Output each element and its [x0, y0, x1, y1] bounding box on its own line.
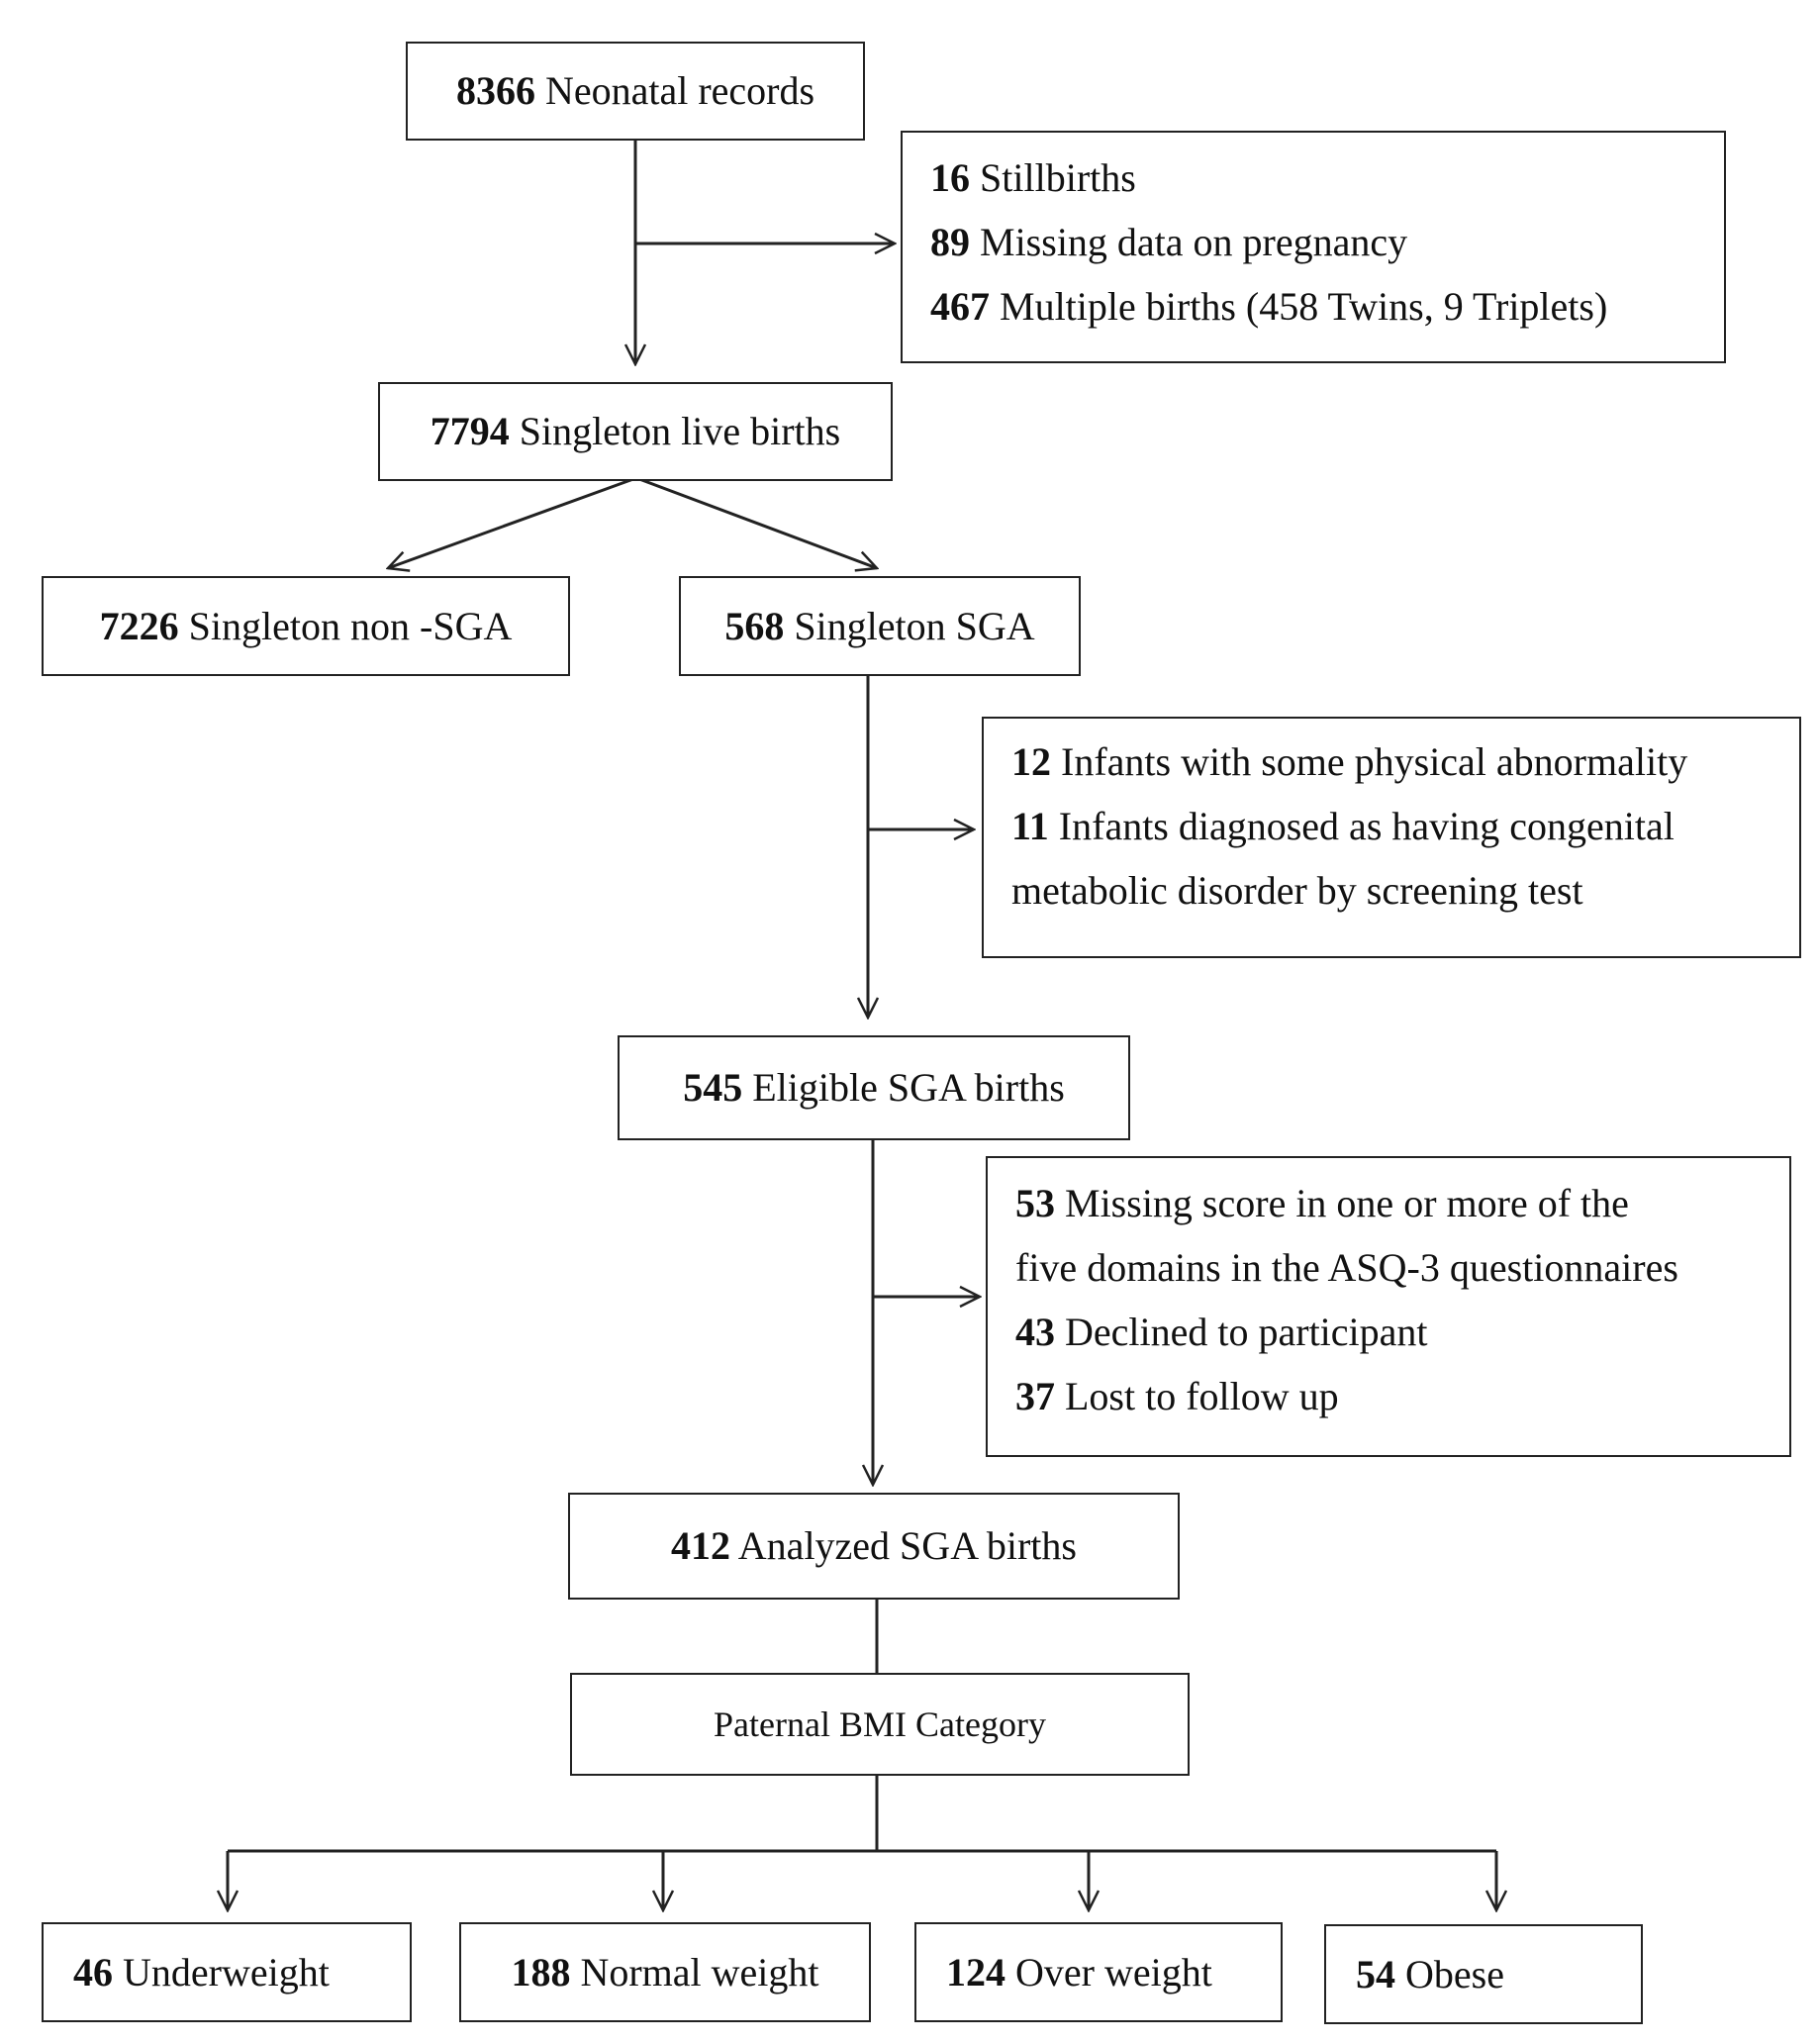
exclusion-line: 467 Multiple births (458 Twins, 9 Triple… [930, 287, 1696, 351]
node-count: 54 [1356, 1951, 1395, 1996]
exclusion-box-1: 16 Stillbirths 89 Missing data on pregna… [901, 131, 1726, 363]
eligible-sga-births-box: 545 Eligible SGA births [618, 1035, 1130, 1140]
exclusion-count: 11 [1011, 804, 1049, 848]
exclusion-count: 37 [1015, 1374, 1055, 1418]
node-count: 568 [724, 603, 785, 648]
exclusion-label: Stillbirths [980, 155, 1136, 200]
exclusion-line: five domains in the ASQ-3 questionnaires [1015, 1248, 1762, 1313]
exclusion-label: Missing score in one or more of the [1065, 1181, 1629, 1225]
singleton-sga-box: 568 Singleton SGA [679, 576, 1081, 676]
exclusion-line: 16 Stillbirths [930, 158, 1696, 223]
node-count: 46 [73, 1949, 113, 1995]
singleton-live-births-box: 7794 Singleton live births [378, 382, 893, 481]
exclusion-count: 53 [1015, 1181, 1055, 1225]
exclusion-count: 12 [1011, 739, 1051, 784]
singleton-non-sga-box: 7226 Singleton non -SGA [42, 576, 570, 676]
exclusion-line: 11 Infants diagnosed as having congenita… [1011, 807, 1771, 871]
exclusion-line: 12 Infants with some physical abnormalit… [1011, 742, 1771, 807]
exclusion-line: metabolic disorder by screening test [1011, 871, 1771, 935]
node-count: 7794 [430, 409, 510, 453]
node-count: 7226 [99, 603, 179, 648]
node-count: 545 [683, 1065, 743, 1110]
over-weight-box: 124 Over weight [914, 1922, 1283, 2022]
exclusion-label: Lost to follow up [1065, 1374, 1339, 1418]
exclusion-label: five domains in the ASQ-3 questionnaires [1015, 1245, 1678, 1290]
node-label: Singleton live births [519, 409, 841, 453]
exclusion-label: Multiple births (458 Twins, 9 Triplets) [1000, 284, 1608, 329]
node-count: 188 [511, 1949, 571, 1995]
exclusion-line: 89 Missing data on pregnancy [930, 223, 1696, 287]
arrow-singleton-to-non-sga [388, 477, 634, 568]
exclusion-line: 43 Declined to participant [1015, 1313, 1762, 1377]
neonatal-records-box: 8366 Neonatal records [406, 42, 865, 141]
exclusion-box-3: 53 Missing score in one or more of the f… [986, 1156, 1791, 1457]
exclusion-count: 16 [930, 155, 970, 200]
node-count: 8366 [455, 68, 535, 113]
node-label: Over weight [1015, 1949, 1212, 1995]
node-count: 124 [946, 1949, 1005, 1995]
node-label: Normal weight [580, 1949, 819, 1995]
underweight-box: 46 Underweight [42, 1922, 412, 2022]
paternal-bmi-category-box: Paternal BMI Category [570, 1673, 1190, 1776]
node-label: Paternal BMI Category [714, 1704, 1046, 1744]
exclusion-box-2: 12 Infants with some physical abnormalit… [982, 717, 1801, 958]
analyzed-sga-births-box: 412 Analyzed SGA births [568, 1493, 1180, 1600]
exclusion-label: metabolic disorder by screening test [1011, 868, 1583, 913]
arrow-singleton-to-sga [638, 477, 877, 568]
exclusion-count: 89 [930, 220, 970, 264]
node-label: Underweight [123, 1949, 330, 1995]
exclusion-label: Infants diagnosed as having congenital [1058, 804, 1675, 848]
node-label: Singleton SGA [794, 603, 1035, 648]
exclusion-line: 37 Lost to follow up [1015, 1377, 1762, 1441]
obese-box: 54 Obese [1324, 1924, 1643, 2024]
exclusion-label: Infants with some physical abnormality [1061, 739, 1688, 784]
node-label: Eligible SGA births [752, 1065, 1065, 1110]
node-label: Singleton non -SGA [188, 603, 513, 648]
exclusion-line: 53 Missing score in one or more of the [1015, 1184, 1762, 1248]
exclusion-count: 43 [1015, 1310, 1055, 1354]
exclusion-label: Missing data on pregnancy [980, 220, 1408, 264]
normal-weight-box: 188 Normal weight [459, 1922, 871, 2022]
exclusion-count: 467 [930, 284, 990, 329]
node-count: 412 [671, 1523, 730, 1568]
node-label: Neonatal records [544, 68, 815, 113]
node-label: Analyzed SGA births [737, 1523, 1077, 1568]
node-label: Obese [1405, 1951, 1504, 1996]
exclusion-label: Declined to participant [1065, 1310, 1428, 1354]
